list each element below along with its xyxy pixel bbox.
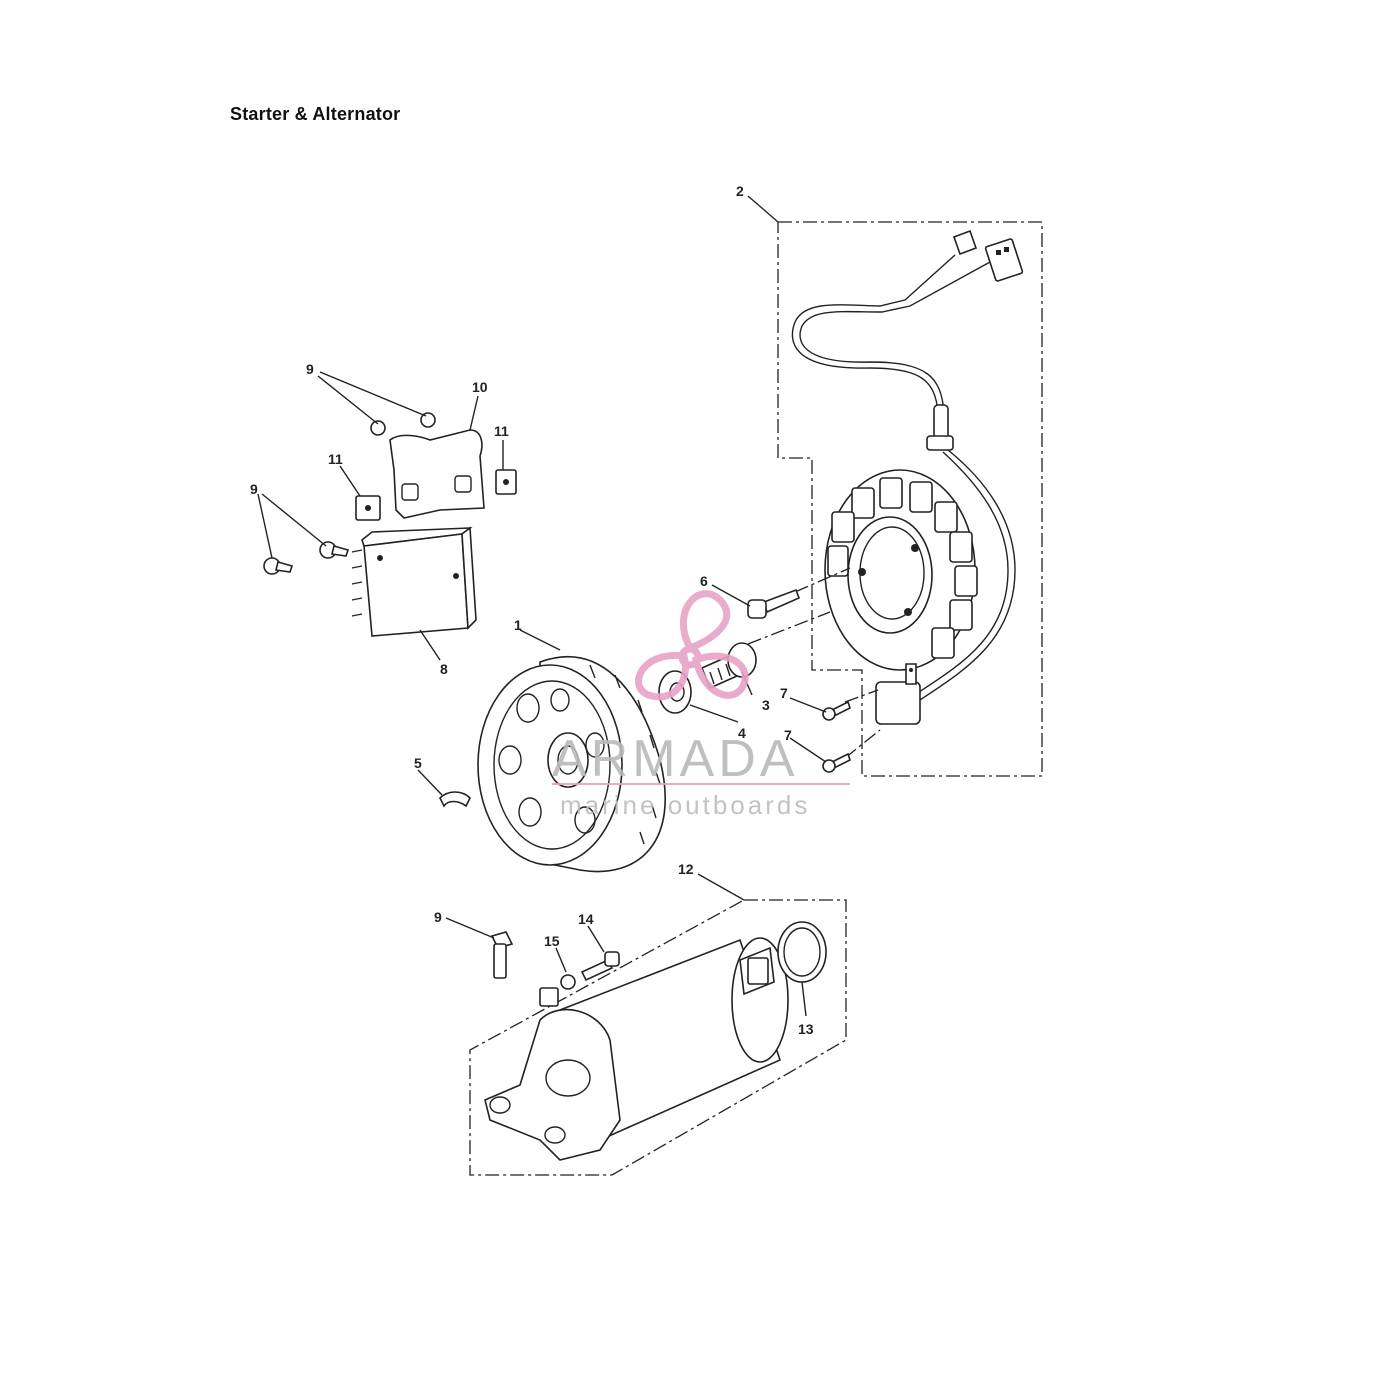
bolt-part-6: [747, 588, 801, 619]
callout-13: 13: [798, 1021, 814, 1037]
clip-part-11a: [355, 495, 381, 521]
callout-11a: 11: [328, 451, 343, 467]
screw-part-7a: [822, 700, 851, 721]
propeller-logo: [635, 590, 749, 701]
callout-9a: 9: [306, 361, 314, 377]
starter-group-boundary: [469, 899, 847, 1176]
callout-7b: 7: [784, 727, 792, 743]
callout-9b: 9: [250, 481, 258, 497]
callout-14: 14: [578, 911, 594, 927]
page-title: Starter & Alternator: [230, 104, 401, 124]
callout-9c: 9: [434, 909, 442, 925]
callout-2: 2: [736, 183, 744, 199]
callout-7a: 7: [780, 685, 788, 701]
bolt-part-9-lower: [490, 931, 514, 979]
leader-lines: [257, 195, 827, 1017]
callout-8: 8: [440, 661, 448, 677]
bolt-part-9-upper: [263, 412, 436, 575]
washer-part-15: [539, 974, 576, 1007]
clip-part-11b: [495, 469, 517, 495]
woodruff-key: [439, 791, 471, 808]
rectifier-regulator: [351, 526, 477, 637]
screw-part-14: [580, 951, 620, 982]
callout-5: 5: [414, 755, 422, 771]
callout-10: 10: [472, 379, 488, 395]
callout-11b: 11: [494, 423, 509, 439]
screw-part-7b: [822, 752, 851, 773]
flywheel-rotor: [477, 656, 666, 873]
stator-coil: [824, 469, 978, 671]
pickup-sensor: [875, 663, 921, 725]
callout-3: 3: [762, 697, 770, 713]
stator-group-boundary: [777, 221, 1043, 777]
callout-12: 12: [678, 861, 694, 877]
o-ring: [777, 921, 827, 983]
watermark: ARMADA marine outboards: [552, 590, 850, 820]
callout-4: 4: [738, 725, 746, 741]
watermark-tagline: marine outboards: [560, 790, 810, 820]
starter-motor: [484, 937, 789, 1161]
stator-wire-harness: [791, 229, 1024, 701]
callout-1: 1: [514, 617, 522, 633]
alignment-lines: [747, 567, 881, 759]
mounting-bracket: [389, 429, 485, 519]
callout-15: 15: [544, 933, 560, 949]
watermark-brand: ARMADA: [552, 730, 798, 788]
callout-6: 6: [700, 573, 708, 589]
